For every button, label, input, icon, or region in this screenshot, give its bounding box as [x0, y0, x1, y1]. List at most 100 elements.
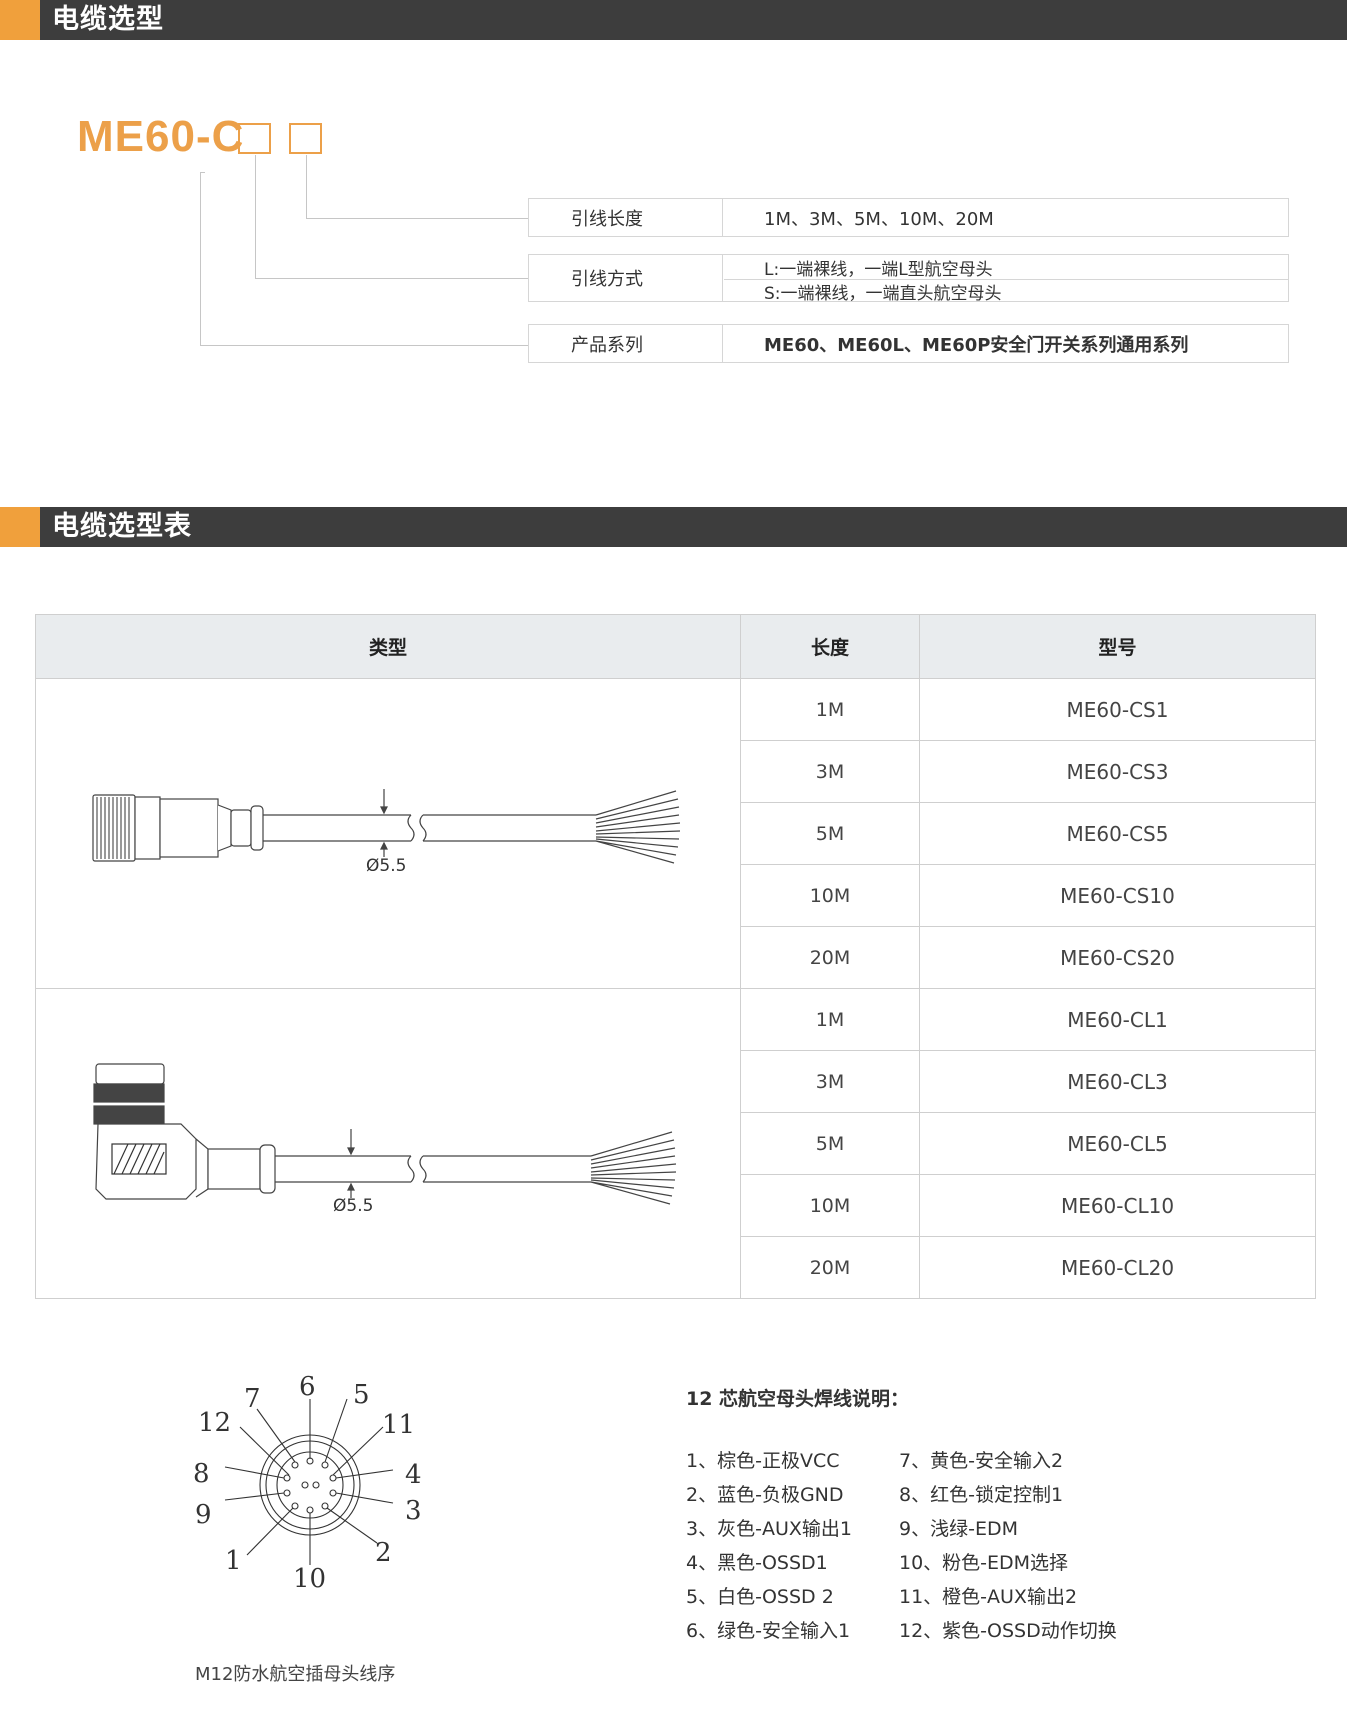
- straight-connector-cable-drawing: Ø5.5: [92, 789, 681, 876]
- option-value: L:一端裸线，一端L型航空母头: [724, 255, 1288, 280]
- table-header-row: 类型 长度 型号: [35, 614, 1316, 679]
- pin-icon: [291, 1461, 299, 1469]
- pin-icon: [291, 1502, 299, 1510]
- length-cell: 1M: [740, 988, 920, 1051]
- pin-number: 9: [195, 1500, 212, 1530]
- option-value: S:一端裸线，一端直头航空母头: [764, 283, 1002, 304]
- wiring-item: 7、黄色-安全输入2: [899, 1450, 1064, 1472]
- table-row: 20M ME60-CL20: [36, 1236, 1316, 1299]
- option-label: 引线方式: [529, 255, 723, 301]
- section-accent: [0, 0, 40, 40]
- option-value: ME60、ME60L、ME60P安全门开关系列通用系列: [764, 334, 1189, 356]
- cable-selection-table: 类型 长度 型号: [35, 614, 1316, 1299]
- pin-icon: [301, 1481, 309, 1489]
- length-cell: 20M: [740, 1236, 920, 1299]
- model-cell: ME60-CS1: [919, 678, 1316, 741]
- wiring-item: 9、浅绿-EDM: [899, 1518, 1018, 1540]
- pin-icon: [283, 1474, 291, 1482]
- section-header: 电缆选型表: [0, 507, 1347, 547]
- model-cell: ME60-CL10: [919, 1174, 1316, 1237]
- grip-icon: [111, 1143, 167, 1175]
- pin-icon: [312, 1481, 320, 1489]
- pin-icon: [321, 1502, 329, 1510]
- length-cell: 20M: [740, 926, 920, 989]
- knurl-icon: [96, 797, 130, 859]
- pin-number: 10: [293, 1564, 326, 1594]
- angled-cable-drawing-cell: Ø5.5: [35, 988, 741, 1299]
- wiring-list-left: 1、棕色-正极VCC 2、蓝色-负极GND 3、灰色-AUX输出1 4、黑色-O…: [686, 1444, 852, 1648]
- header-type: 类型: [35, 614, 741, 679]
- option-value: 1M、3M、5M、10M、20M: [764, 208, 994, 230]
- pin-icon: [321, 1461, 329, 1469]
- model-cell: ME60-CS20: [919, 926, 1316, 989]
- wiring-item: 10、粉色-EDM选择: [899, 1552, 1069, 1574]
- pin-icon: [306, 1506, 314, 1514]
- model-code: ME60-C: [77, 112, 245, 161]
- section-header: 电缆选型: [0, 0, 1347, 40]
- length-cell: 10M: [740, 1174, 920, 1237]
- option-label: 引线长度: [529, 199, 723, 236]
- table-row: 3M ME60-CL3: [36, 1050, 1316, 1113]
- option-label: 产品系列: [529, 325, 723, 362]
- option-row-series: 产品系列 ME60、ME60L、ME60P安全门开关系列通用系列: [528, 324, 1289, 363]
- wiring-title: 12 芯航空母头焊线说明：: [686, 1388, 910, 1410]
- diameter-label: Ø5.5: [366, 856, 406, 876]
- leader-line: [255, 155, 529, 279]
- table-row: 5M ME60-CL5: [36, 1112, 1316, 1175]
- length-cell: 1M: [740, 678, 920, 741]
- table-row: 3M ME60-CS3: [36, 740, 1316, 803]
- table-row: Ø5.5 1M ME60-CL1: [35, 988, 1316, 1299]
- pin-number: 5: [353, 1380, 370, 1410]
- code-placeholder-box: [238, 123, 271, 154]
- pin-number: 11: [382, 1410, 415, 1440]
- pinout-caption: M12防水航空插母头线序: [195, 1664, 396, 1685]
- length-cell: 3M: [740, 1050, 920, 1113]
- option-row-length: 引线长度 1M、3M、5M、10M、20M: [528, 198, 1289, 237]
- diameter-label: Ø5.5: [333, 1196, 373, 1216]
- code-placeholder-box: [289, 123, 322, 154]
- section-accent: [0, 507, 40, 547]
- pin-number: 4: [405, 1460, 422, 1490]
- m12-pinout-diagram: 6 5 7 12 11 8 4 9 3 1 10 2: [193, 1372, 422, 1594]
- leader-line: [200, 172, 205, 173]
- pin-icon: [329, 1474, 337, 1482]
- pin-icon: [283, 1489, 291, 1497]
- wiring-item: 2、蓝色-负极GND: [686, 1484, 844, 1506]
- table-row: Ø5.5 1M ME60-CS1: [35, 678, 1316, 989]
- model-cell: ME60-CS3: [919, 740, 1316, 803]
- section-title: 电缆选型表: [52, 511, 192, 542]
- model-cell: ME60-CS10: [919, 864, 1316, 927]
- wiring-item: 11、橙色-AUX输出2: [899, 1586, 1078, 1608]
- model-cell: ME60-CL20: [919, 1236, 1316, 1299]
- length-cell: 10M: [740, 864, 920, 927]
- wiring-item: 8、红色-锁定控制1: [899, 1484, 1064, 1506]
- wiring-item: 5、白色-OSSD 2: [686, 1586, 834, 1608]
- length-cell: 5M: [740, 1112, 920, 1175]
- pin-icon: [329, 1489, 337, 1497]
- angled-connector-cable-drawing: Ø5.5: [93, 1063, 677, 1216]
- wiring-list-right: 7、黄色-安全输入2 8、红色-锁定控制1 9、浅绿-EDM 10、粉色-EDM…: [899, 1444, 1117, 1648]
- section-title: 电缆选型: [52, 4, 164, 35]
- pin-number: 3: [405, 1496, 422, 1526]
- wiring-item: 6、绿色-安全输入1: [686, 1620, 851, 1642]
- pin-number: 12: [198, 1408, 231, 1438]
- length-cell: 5M: [740, 802, 920, 865]
- option-row-lead-type: 引线方式 L:一端裸线，一端L型航空母头 S:一端裸线，一端直头航空母头: [528, 254, 1289, 304]
- wiring-item: 4、黑色-OSSD1: [686, 1552, 828, 1574]
- wiring-item: 1、棕色-正极VCC: [686, 1450, 840, 1472]
- pin-number: 7: [244, 1384, 261, 1414]
- leader-line: [200, 172, 529, 346]
- wiring-item: 12、紫色-OSSD动作切换: [899, 1620, 1117, 1642]
- leader-line: [306, 155, 529, 219]
- wiring-item: 3、灰色-AUX输出1: [686, 1518, 852, 1540]
- pin-number: 8: [193, 1459, 210, 1489]
- header-length: 长度: [740, 614, 920, 679]
- model-cell: ME60-CL1: [919, 988, 1316, 1051]
- model-cell: ME60-CS5: [919, 802, 1316, 865]
- length-cell: 3M: [740, 740, 920, 803]
- pin-number: 1: [225, 1546, 242, 1576]
- straight-cable-drawing-cell: Ø5.5: [35, 678, 741, 989]
- header-model: 型号: [919, 614, 1316, 679]
- model-cell: ME60-CL5: [919, 1112, 1316, 1175]
- pin-number: 2: [375, 1538, 392, 1568]
